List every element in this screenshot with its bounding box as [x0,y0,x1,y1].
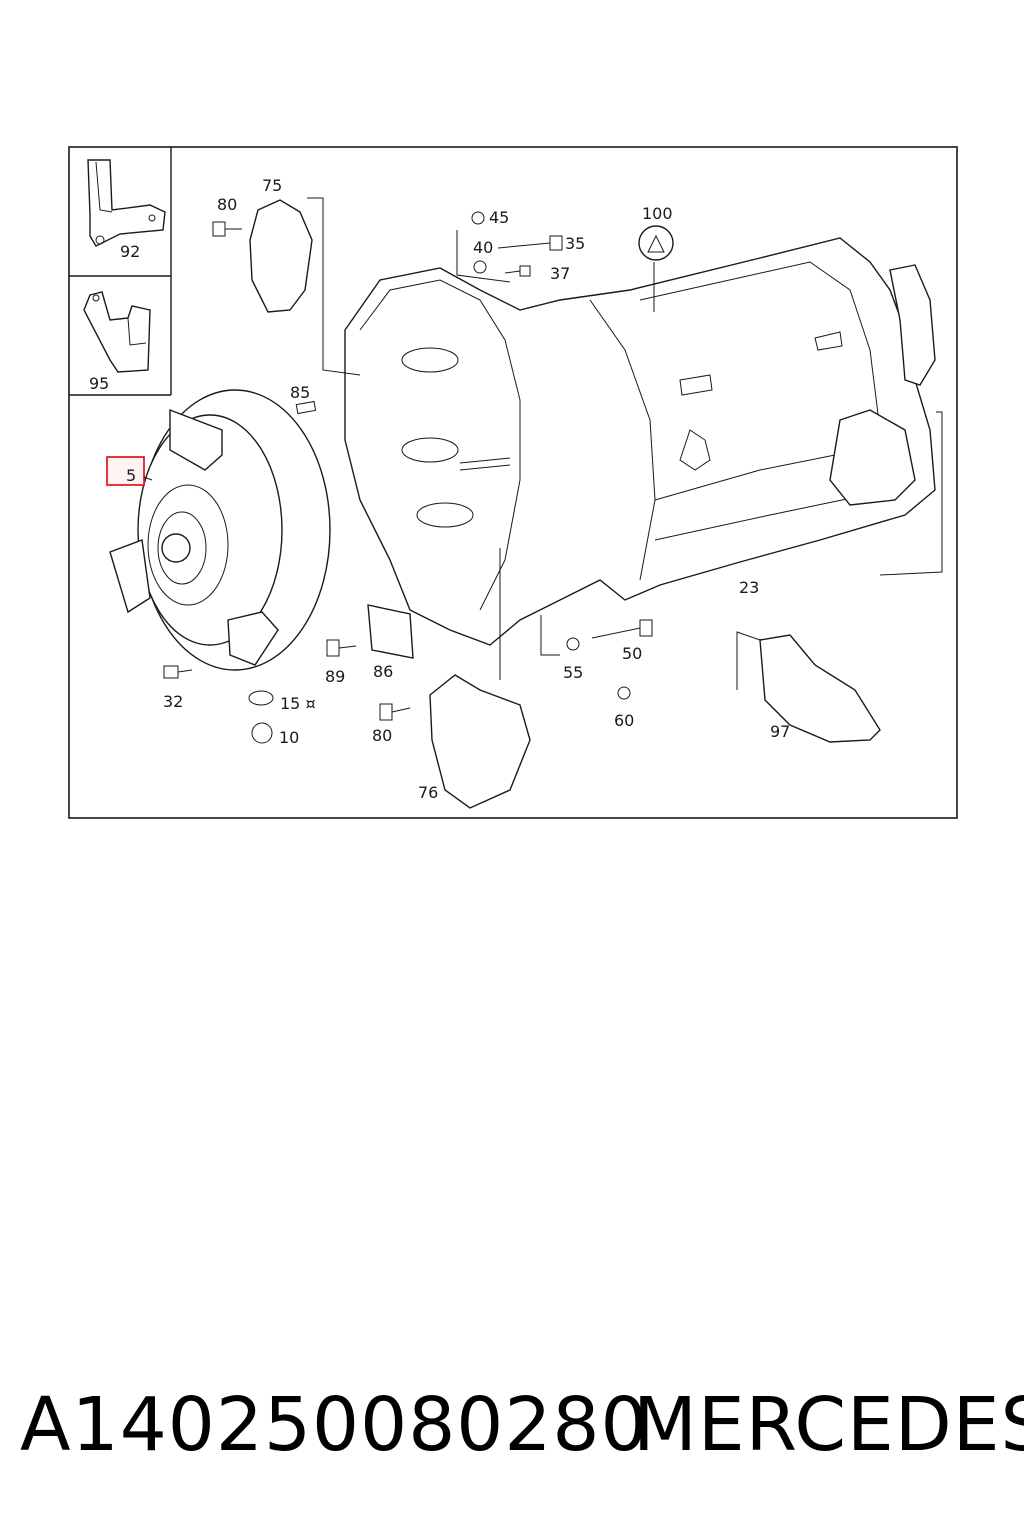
bracket-95-drawing [83,291,151,373]
callout-45: 45 [489,208,509,227]
callout-40: 40 [473,238,493,257]
transmission-drawing [344,237,936,646]
brand-name: MERCEDES [633,1382,1024,1468]
diagram-frame [68,146,958,819]
callout-95: 95 [89,374,109,393]
callout-75: 75 [262,176,282,195]
leader-lines [143,197,943,690]
bracket-92-drawing [87,159,166,247]
callout-35: 35 [565,234,585,253]
callout-5: 5 [126,466,136,485]
callout-37: 37 [550,264,570,283]
callout-76: 76 [418,783,438,802]
callout-97: 97 [770,722,790,741]
loose-parts-drawing [163,199,881,809]
parts-diagram: 5 10 15 ¤ 23 32 35 37 40 45 50 55 60 75 … [68,146,958,819]
callout-10: 10 [279,728,299,747]
callout-labels: 5 10 15 ¤ 23 32 35 37 40 45 50 55 60 75 … [89,176,790,802]
callout-80-bottom: 80 [372,726,392,745]
callout-23: 23 [739,578,759,597]
callout-50: 50 [622,644,642,663]
callout-32: 32 [163,692,183,711]
callout-92: 92 [120,242,140,261]
callout-55: 55 [563,663,583,682]
inset-boxes [69,147,172,396]
callout-100: 100 [642,204,673,223]
highlight-box-5 [106,456,145,486]
caption-bar: A140250080280 MERCEDES [0,1370,1024,1480]
part-number: A140250080280 [20,1382,649,1468]
callout-85: 85 [290,383,310,402]
torque-converter-drawing [109,389,331,671]
callout-80-top: 80 [217,195,237,214]
callout-89: 89 [325,667,345,686]
callout-60: 60 [614,711,634,730]
callout-86: 86 [373,662,393,681]
callout-15: 15 ¤ [280,694,316,713]
